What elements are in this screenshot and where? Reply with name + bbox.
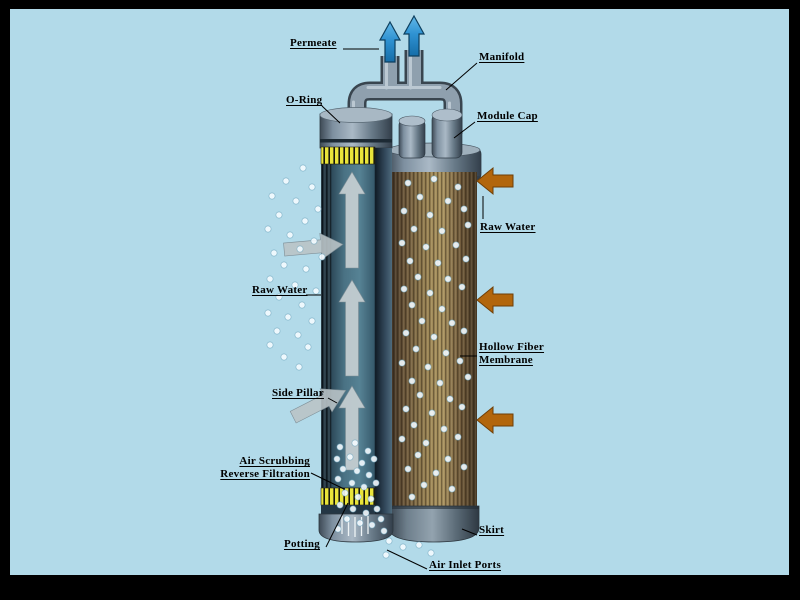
label-raw-water-right: Raw Water [480, 221, 536, 234]
right-module [386, 108, 482, 543]
pointer-air-inlet-ports [386, 549, 428, 570]
pointer-manifold [445, 62, 478, 91]
pointer-potting [325, 502, 349, 548]
raw-water-arrow-icon [476, 405, 514, 435]
potting-bottom [320, 487, 376, 506]
label-module-cap: Module Cap [477, 110, 538, 123]
label-air-scrubbing: Air Scrubbing Reverse Filtration [220, 455, 310, 481]
label-text: O-Ring [286, 94, 323, 106]
label-o-ring: O-Ring [286, 94, 322, 107]
label-pointer-lines [306, 48, 484, 570]
label-text: Manifold [479, 51, 525, 63]
up-arrow-icon [338, 385, 366, 471]
skirt [388, 505, 480, 543]
label-text: Membrane [479, 354, 533, 366]
air-bubbles [264, 164, 472, 559]
permeate-arrow-icon [402, 14, 426, 57]
lower-plenum [321, 505, 375, 516]
label-text: Raw Water [252, 284, 308, 296]
label-text: Module Cap [477, 110, 538, 122]
label-permeate: Permeate [290, 37, 337, 50]
label-manifold: Manifold [479, 51, 524, 64]
o-ring-groove [320, 139, 392, 143]
side-pillar-slats [321, 164, 331, 488]
label-text: Reverse Filtration [220, 468, 310, 480]
raw-water-arrows [476, 166, 514, 435]
cap-nub-top [431, 108, 463, 122]
label-side-pillar: Side Pillar [272, 387, 324, 400]
pointer-module-cap [453, 121, 476, 139]
pointer-skirt [461, 528, 478, 536]
label-skirt: Skirt [479, 524, 504, 537]
label-text: Skirt [479, 524, 505, 536]
left-module-cap-top [319, 107, 393, 123]
manifold-pipes [347, 50, 463, 140]
manifold-pipe [350, 84, 460, 140]
entry-arrow-icon [289, 388, 347, 424]
left-module [318, 107, 394, 543]
label-text: Permeate [290, 37, 337, 49]
raw-water-arrow-icon [476, 285, 514, 315]
pointer-side-pillar [327, 397, 338, 404]
bottom-cap [318, 513, 394, 543]
pointer-o-ring [321, 105, 341, 124]
raw-water-entry-arrows [283, 232, 347, 424]
up-arrow-icon [338, 279, 366, 377]
label-text: Raw Water [480, 221, 536, 233]
label-text: Side Pillar [272, 387, 324, 399]
up-arrow-icon [338, 171, 366, 269]
label-air-inlet-ports: Air Inlet Ports [429, 559, 501, 572]
side-wall [375, 148, 392, 524]
raw-water-arrow-icon [476, 166, 514, 196]
label-raw-water-left: Raw Water [252, 284, 308, 297]
cap-nub-top [398, 115, 426, 127]
label-text: Air Inlet Ports [429, 559, 501, 571]
pointer-air-scrubbing [310, 472, 345, 490]
potting-top [320, 146, 376, 165]
permeate-arrow-icon [378, 20, 402, 63]
label-text: Air Scrubbing [239, 455, 310, 467]
label-hollow-fiber-membrane: Hollow Fiber Membrane [479, 341, 544, 367]
label-text: Potting [284, 538, 320, 550]
permeate-arrows [378, 14, 426, 63]
label-text: Hollow Fiber [479, 341, 545, 353]
skirt-rim [389, 506, 479, 509]
label-potting: Potting [284, 538, 320, 551]
internal-flow-arrows [338, 171, 366, 471]
